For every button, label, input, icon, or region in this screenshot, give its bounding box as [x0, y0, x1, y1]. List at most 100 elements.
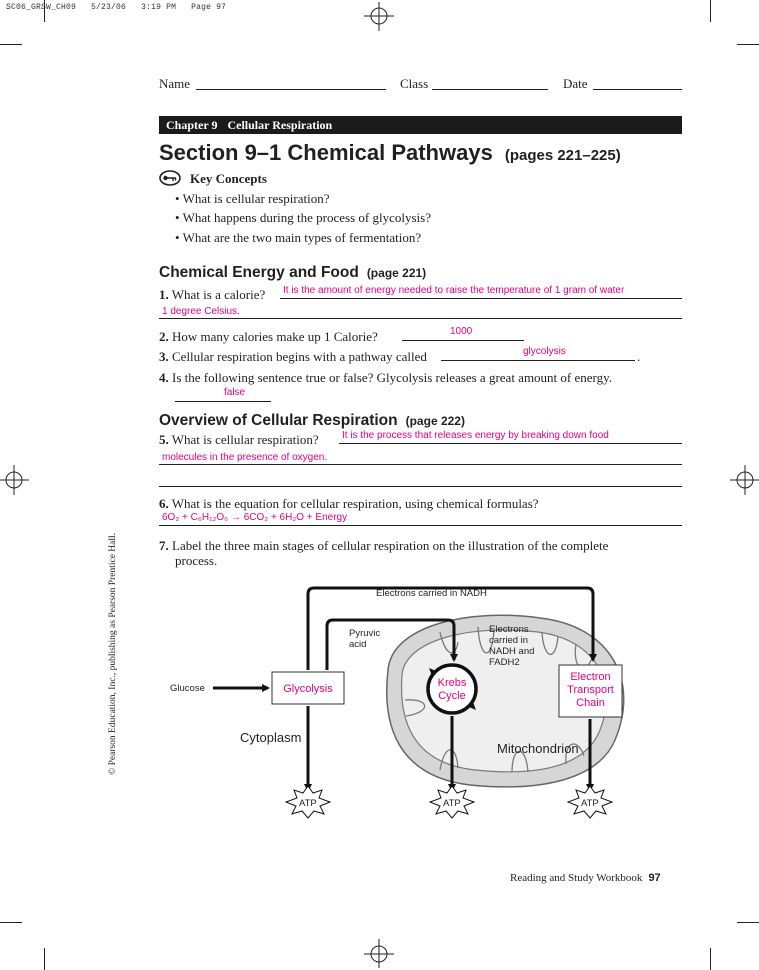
question-text: Label the three main stages of cellular …: [172, 538, 609, 553]
slug-date: 5/23/06: [91, 3, 127, 12]
question-3-end: .: [637, 349, 641, 364]
registration-mark: [364, 939, 394, 968]
answer-line: [339, 443, 682, 444]
crop-mark: [44, 948, 45, 970]
question-4: 4. Is the following sentence true or fal…: [159, 370, 612, 386]
question-text: Is the following sentence true or false?…: [172, 370, 613, 385]
name-label: Name: [159, 76, 191, 91]
crop-mark: [44, 0, 45, 22]
question-7: 7. Label the three main stages of cellul…: [159, 538, 608, 554]
answer-line: [159, 525, 682, 526]
atp-burst-1: [284, 785, 332, 819]
cellular-respiration-diagram: [213, 586, 625, 819]
electron-transport-chain-box: [558, 664, 623, 718]
question-3: 3. Cellular respiration begins with a pa…: [159, 349, 427, 365]
answer-line: [159, 486, 682, 487]
question-text: Cellular respiration begins with a pathw…: [172, 349, 427, 364]
chapter-title: Cellular Respiration: [227, 118, 333, 132]
answer-line: [402, 340, 524, 341]
crop-mark: [710, 0, 711, 22]
section-heading: Chemical Energy and Food (page 221): [159, 264, 426, 282]
slug-page: Page 97: [191, 3, 227, 12]
question-6: 6. What is the equation for cellular res…: [159, 496, 539, 512]
answer-1b[interactable]: 1 degree Celsius.: [162, 306, 240, 317]
answer-line: [159, 464, 682, 465]
section-pages: (pages 221–225): [504, 147, 621, 164]
atp-label: ATP: [443, 798, 461, 809]
question-text: How many calories make up 1 Calorie?: [172, 329, 378, 344]
registration-mark: [364, 2, 394, 31]
key-icon: [159, 170, 181, 186]
question-number: 3.: [159, 349, 169, 364]
mitochondrion-label: Mitochondrion: [497, 741, 579, 756]
glucose-label: Glucose: [170, 683, 205, 694]
workbook-title: Reading and Study Workbook: [510, 872, 643, 884]
page-title: Section 9–1 Chemical Pathways (pages 221–…: [159, 140, 621, 166]
electrons-nadh-label: Electrons carried in NADH: [376, 588, 487, 599]
electrons-nadh-fadh2-label: Electrons carried in NADH and FADH2: [489, 624, 535, 668]
question-number: 2.: [159, 329, 169, 344]
name-field[interactable]: [196, 89, 386, 90]
copyright-credit: © Pearson Education, Inc., publishing as…: [108, 532, 118, 775]
electron-transport-chain-label: Electron Transport Chain: [567, 671, 614, 709]
atp-burst-3: [566, 785, 614, 819]
glycolysis-label: Glycolysis: [283, 683, 333, 695]
answer-5b[interactable]: molecules in the presence of oxygen.: [162, 452, 328, 463]
list-item: • What are the two main types of ferment…: [175, 230, 422, 245]
question-number: 1.: [159, 287, 169, 302]
chemical-energy-pages: (page 221): [366, 266, 427, 280]
question-number: 7.: [159, 538, 169, 553]
question-2: 2. How many calories make up 1 Calorie?: [159, 329, 378, 345]
answer-5a[interactable]: It is the process that releases energy b…: [342, 430, 609, 441]
question-7-cont: process.: [175, 553, 218, 568]
section-title: Section 9–1 Chemical Pathways: [159, 140, 493, 165]
question-text: What is cellular respiration?: [171, 432, 319, 447]
date-label: Date: [563, 76, 588, 91]
question-number: 6.: [159, 496, 169, 511]
date-field[interactable]: [593, 89, 682, 90]
answer-1a[interactable]: It is the amount of energy needed to rai…: [283, 285, 625, 296]
atp-label: ATP: [581, 798, 599, 809]
answer-2[interactable]: 1000: [450, 326, 473, 337]
answer-6[interactable]: 6O₂ + C₆H₁₂O₆ → 6CO₂ + 6H₂O + Energy: [162, 512, 348, 523]
chemical-energy-heading: Chemical Energy and Food: [159, 264, 359, 281]
atp-label: ATP: [299, 798, 317, 809]
pyruvic-acid-label: Pyruvic acid: [349, 628, 381, 650]
answer-line: [175, 401, 271, 402]
section-heading: Overview of Cellular Respiration(page 22…: [159, 412, 465, 430]
atp-burst-2: [428, 785, 476, 819]
key-concept-text: What happens during the process of glyco…: [182, 210, 431, 225]
overview-heading: Overview of Cellular Respiration: [159, 412, 398, 429]
slug-code: SC06_GRSW_CH09: [6, 3, 77, 12]
chapter-bar: Chapter 9 Cellular Respiration: [159, 116, 682, 134]
question-5: 5. What is cellular respiration?: [159, 432, 319, 448]
key-concept-text: What is cellular respiration?: [182, 191, 330, 206]
crop-mark: [0, 922, 22, 923]
class-field[interactable]: [432, 89, 548, 90]
krebs-cycle-label: Krebs Cycle: [437, 677, 467, 702]
key-concept-text: What are the two main types of fermentat…: [182, 230, 422, 245]
question-text: What is a calorie?: [171, 287, 266, 302]
answer-line: [441, 360, 635, 361]
list-item: • What is cellular respiration?: [175, 191, 330, 206]
crop-mark: [737, 922, 759, 923]
crop-mark: [0, 44, 22, 45]
question-number: 4.: [159, 370, 169, 385]
registration-mark: [730, 465, 759, 495]
glycolysis-box: [271, 671, 345, 705]
answer-4[interactable]: false: [224, 387, 246, 398]
crop-mark: [710, 948, 711, 970]
cytoplasm-label: Cytoplasm: [240, 730, 302, 745]
answer-line: [159, 318, 682, 319]
page-number: 97: [648, 872, 661, 884]
list-item: • What happens during the process of gly…: [175, 210, 431, 225]
key-concepts-heading: Key Concepts: [190, 171, 267, 186]
answer-line: [280, 298, 682, 299]
printer-slug: SC06_GRSW_CH09 5/23/06 3:19 PM Page 97: [6, 3, 236, 12]
chapter-number: Chapter 9: [166, 118, 218, 132]
registration-mark: [0, 465, 29, 495]
page-footer: Reading and Study Workbook 97: [510, 872, 661, 884]
question-text: What is the equation for cellular respir…: [171, 496, 539, 511]
class-label: Class: [400, 76, 429, 91]
answer-3[interactable]: glycolysis: [523, 346, 566, 357]
